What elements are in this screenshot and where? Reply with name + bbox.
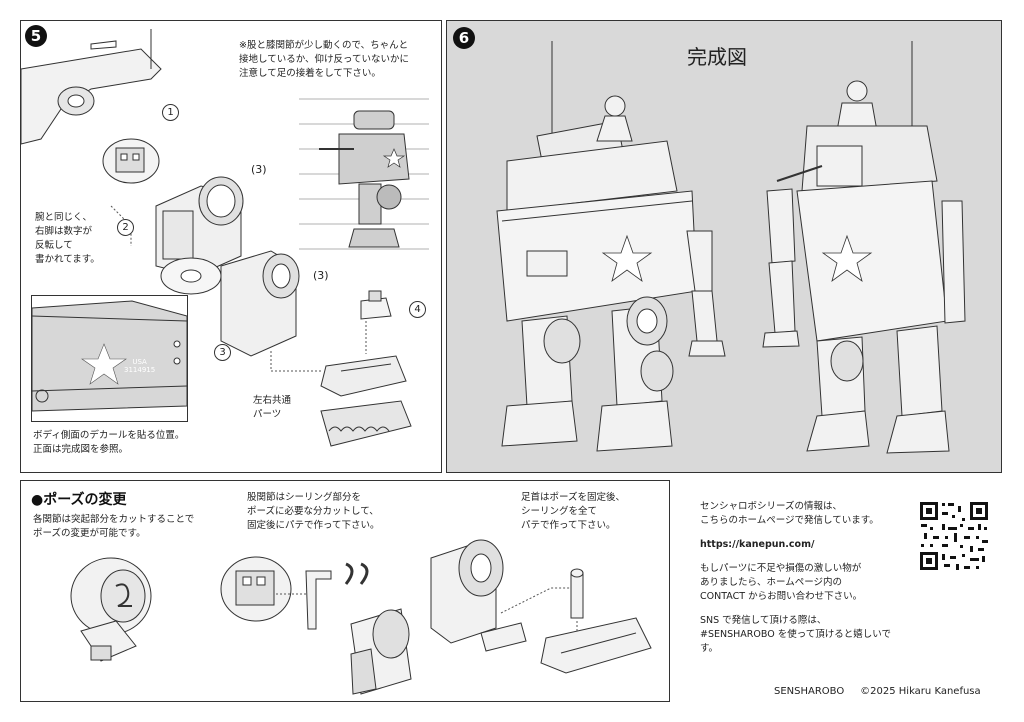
decal-serial-text: USA 3114915 bbox=[124, 358, 156, 374]
qr-code[interactable] bbox=[918, 500, 990, 572]
callout-1: 1 bbox=[162, 104, 179, 121]
completed-robot-rear-view bbox=[762, 41, 966, 454]
leg-attachment-note: ※股と膝関節が少し動くので、ちゃんと 接地しているか、仰け反っていないかに 注意… bbox=[239, 40, 410, 79]
footer: SENSHAROBO ©2025 Hikaru Kanefusa bbox=[774, 686, 981, 697]
shared-parts-label: 左右共通 パーツ bbox=[253, 395, 292, 420]
homepage-url-link[interactable]: https://kanepun.com/ bbox=[700, 539, 815, 550]
callout-3-paren-b: (3) bbox=[313, 269, 329, 282]
step-5-panel: 5 bbox=[20, 20, 442, 473]
completed-figure-title: 完成図 bbox=[687, 45, 747, 69]
ankle-joint-illustration bbox=[430, 539, 652, 674]
info-homepage-text: センシャロボシリーズの情報は、 こちらのホームページで発信しています。 bbox=[700, 501, 879, 526]
ankle-joint-note: 足首はポーズを固定後、 シーリングを全て パテで作って下さい。 bbox=[521, 492, 626, 531]
callout-3-paren-a: (3) bbox=[251, 163, 267, 176]
footer-copyright: ©2025 Hikaru Kanefusa bbox=[860, 686, 981, 697]
completed-robot-front-view bbox=[496, 41, 726, 452]
body-fragment-illustration bbox=[21, 29, 162, 145]
pose-intro-text: 各関節は突起部分をカットすることで ポーズの変更が可能です。 bbox=[33, 514, 195, 539]
step-6-number: 6 bbox=[453, 27, 475, 49]
side-view-reference bbox=[299, 98, 429, 250]
callout-3: 3 bbox=[214, 344, 231, 361]
decal-position-note: ボディ側面のデカールを貼る位置。 正面は完成図を参照。 bbox=[33, 430, 185, 455]
step-6-panel: 6 完成図 bbox=[446, 20, 1002, 473]
joint-cut-illustration bbox=[70, 557, 152, 662]
hip-joint-note: 股関節はシーリング部分を ポーズに必要な分カットして、 固定後にパテで作って下さ… bbox=[247, 492, 380, 531]
hip-joint-illustration bbox=[220, 556, 412, 695]
info-contact-text: もしパーツに不足や損傷の激しい物が ありましたら、ホームページ内の CONTAC… bbox=[700, 563, 863, 602]
leg-number-note: 腕と同じく、 右脚は数字が 反転して 書かれてます。 bbox=[35, 212, 100, 265]
lower-leg-illustration bbox=[220, 250, 412, 447]
info-section: センシャロボシリーズの情報は、 こちらのホームページで発信しています。 http… bbox=[700, 500, 900, 666]
step-5-number: 5 bbox=[25, 25, 47, 47]
callout-2: 2 bbox=[117, 219, 134, 236]
footer-brand: SENSHAROBO bbox=[774, 686, 845, 697]
pose-change-title: ●ポーズの変更 bbox=[31, 492, 127, 508]
leg-parts-illustration bbox=[102, 138, 244, 295]
pose-change-panel: ●ポーズの変更 各関節は突起部分をカットすることで ポーズの変更が可能です。 股… bbox=[20, 480, 670, 702]
decal-inset: USA 3114915 bbox=[31, 295, 188, 422]
info-sns-text: SNS で発信して頂ける際は、 #SENSHAROBO を使って頂けると嬉しいで… bbox=[700, 615, 891, 654]
callout-4: 4 bbox=[409, 301, 426, 318]
